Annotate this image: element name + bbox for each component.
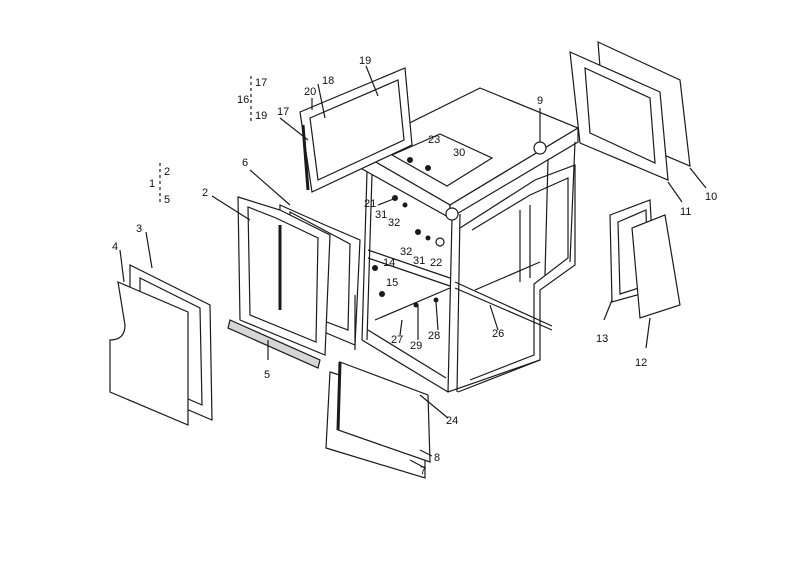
label-30: 30 bbox=[453, 147, 465, 159]
label-32-top: 32 bbox=[388, 217, 400, 229]
part-5-seal-strip bbox=[227, 319, 321, 369]
label-31-bottom: 31 bbox=[413, 255, 425, 267]
label-23: 23 bbox=[428, 134, 440, 146]
label-1: 1 bbox=[149, 178, 155, 190]
label-2: 2 bbox=[202, 187, 208, 199]
label-31-top: 31 bbox=[375, 209, 387, 221]
label-11: 11 bbox=[680, 206, 691, 218]
part-18-frame bbox=[309, 79, 405, 181]
label-18: 18 bbox=[322, 75, 334, 87]
label-16-sub-19: 19 bbox=[255, 110, 267, 122]
label-6: 6 bbox=[242, 157, 248, 169]
label-14: 14 bbox=[383, 257, 395, 269]
label-15: 15 bbox=[386, 277, 398, 289]
part-12-glass bbox=[631, 214, 681, 319]
label-19: 19 bbox=[359, 55, 371, 67]
label-1-sub-5: 5 bbox=[164, 194, 170, 206]
label-13: 13 bbox=[596, 333, 608, 345]
roof-hatch-plate bbox=[390, 133, 494, 187]
part-9-roof-light bbox=[533, 141, 547, 155]
part-4-glass bbox=[109, 281, 189, 426]
label-16: 16 bbox=[237, 94, 249, 106]
label-7: 7 bbox=[420, 465, 426, 477]
label-3: 3 bbox=[136, 223, 142, 235]
label-32-bottom: 32 bbox=[400, 246, 412, 258]
label-28: 28 bbox=[428, 330, 440, 342]
label-26: 26 bbox=[492, 328, 504, 340]
label-17: 17 bbox=[277, 106, 289, 118]
label-5: 5 bbox=[264, 369, 270, 381]
label-24: 24 bbox=[446, 415, 458, 427]
leader-lines bbox=[119, 65, 707, 469]
label-1-sub-2: 2 bbox=[164, 166, 170, 178]
label-21: 21 bbox=[364, 198, 376, 210]
bracket-group-1: 1 2 5 bbox=[149, 163, 170, 206]
label-10: 10 bbox=[705, 191, 717, 203]
label-12: 12 bbox=[635, 357, 647, 369]
part-labels: 2 3 4 5 6 7 8 9 10 11 12 13 14 15 17 18 … bbox=[112, 55, 717, 477]
label-29: 29 bbox=[410, 340, 422, 352]
label-9: 9 bbox=[537, 95, 543, 107]
bracket-group-16: 16 17 19 bbox=[237, 76, 267, 122]
label-4: 4 bbox=[112, 241, 118, 253]
label-16-sub-17: 17 bbox=[255, 77, 267, 89]
label-27: 27 bbox=[391, 334, 403, 346]
label-8: 8 bbox=[434, 452, 440, 464]
label-22: 22 bbox=[430, 257, 442, 269]
label-20: 20 bbox=[304, 86, 316, 98]
